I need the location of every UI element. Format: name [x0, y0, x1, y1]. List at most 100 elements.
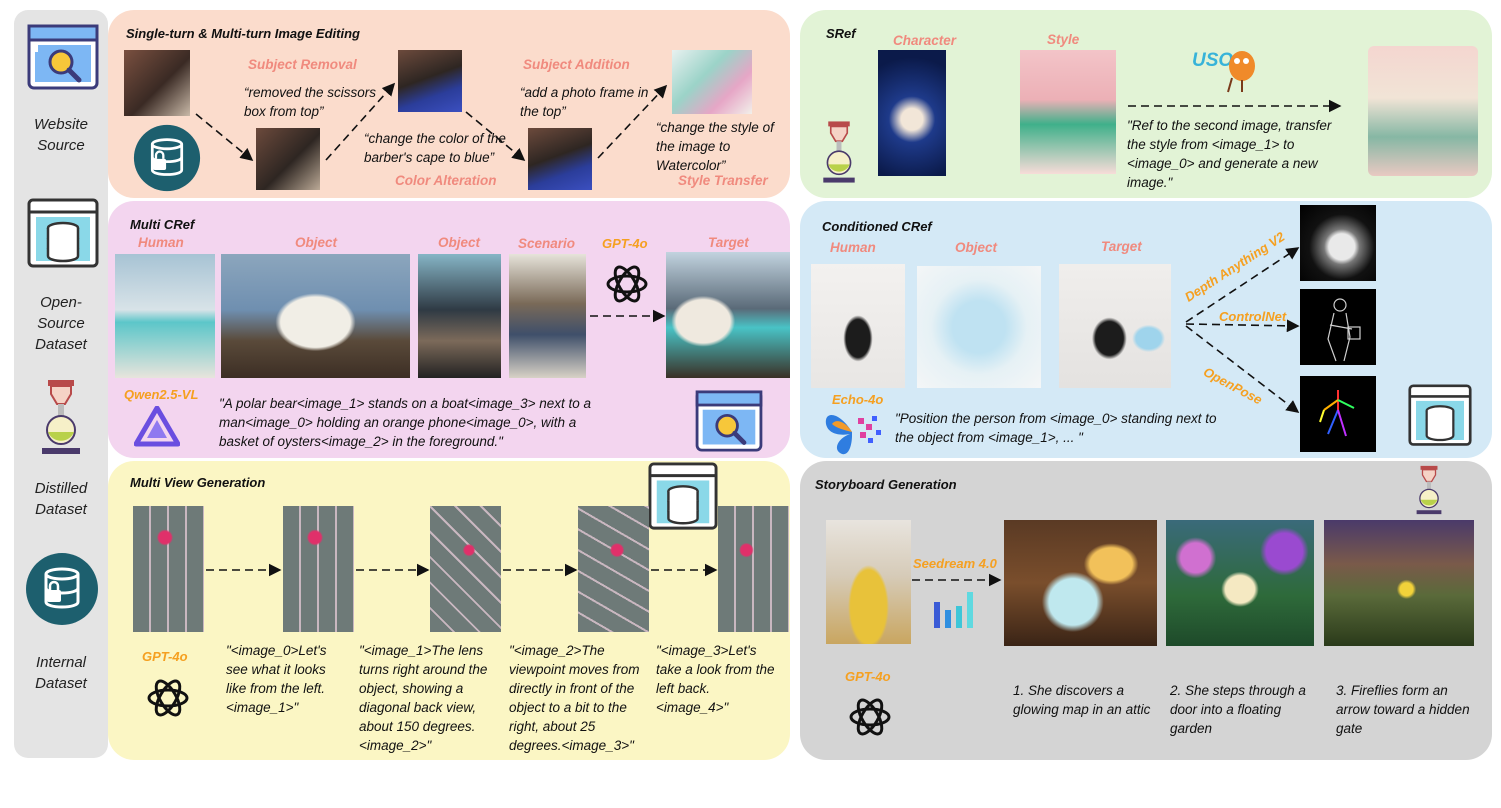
- arrow-openpose: [1185, 325, 1300, 413]
- label-controlnet: ControlNet: [1219, 309, 1287, 324]
- plastic-case-photo: [917, 266, 1041, 388]
- multicref-title: Multi CRef: [130, 217, 195, 232]
- barber-photo-removed: [256, 128, 320, 190]
- controlnet-edge-lines: [1327, 298, 1361, 362]
- multiview-quote-1: "<image_0>Let's see what it looks like f…: [226, 643, 327, 715]
- label-object-1: Object: [295, 235, 338, 250]
- label-color-alteration: Color Alteration: [395, 173, 497, 188]
- rose-view-1: [133, 506, 204, 632]
- quote-style: “change the style of the image to Waterc…: [656, 120, 774, 173]
- boat-scene-photo: [509, 254, 586, 378]
- character-photo: [878, 50, 946, 176]
- multiview-quote-4: "<image_3>Let's take a look from the lef…: [656, 643, 775, 715]
- barber-photo-original: [124, 50, 190, 116]
- rose-view-2: [283, 506, 354, 632]
- sidebar-label-internal: Internal Dataset: [35, 654, 87, 692]
- multicref-quote: "A polar bear<image_1> stands on a boat<…: [219, 396, 592, 449]
- lock-database-icon: [133, 124, 201, 192]
- rose-view-3: [430, 506, 501, 632]
- story-caption-1: 1. She discovers a glowing map in an att…: [1013, 683, 1151, 717]
- database-window-icon: [648, 462, 718, 530]
- barber-photo-blue-cape: [398, 50, 462, 112]
- sidebar-label-distilled: Distilled Dataset: [34, 480, 88, 518]
- label-human: Human: [138, 235, 184, 250]
- database-window-icon: [1408, 384, 1472, 446]
- label-seedream: Seedream 4.0: [913, 556, 997, 571]
- quote-addition: “add a photo frame in the top”: [520, 85, 649, 119]
- label-qwen: Qwen2.5-VL: [124, 387, 199, 402]
- multiview-quote-3: "<image_2>The viewpoint moves from direc…: [509, 643, 640, 753]
- condcref-target-photo: [1059, 264, 1171, 388]
- siphon-distill-icon: [1416, 465, 1442, 515]
- editing-title: Single-turn & Multi-turn Image Editing: [126, 26, 360, 41]
- human-photo: [115, 254, 215, 378]
- quote-color: “change the color of the barber's cape t…: [364, 131, 506, 165]
- condcref-title: Conditioned CRef: [822, 219, 932, 234]
- multiview-title: Multi View Generation: [130, 475, 266, 490]
- woman-photo: [811, 264, 905, 388]
- story-caption-3: 3. Fireflies form an arrow toward a hidd…: [1336, 683, 1470, 736]
- story-caption-2: 2. She steps through a door into a float…: [1170, 683, 1306, 736]
- label-character: Character: [893, 33, 957, 48]
- website-search-icon: [695, 390, 763, 452]
- openai-logo-icon: [606, 265, 648, 303]
- multiview-quote-2: "<image_1>The lens turns right around th…: [359, 643, 488, 753]
- story-frame-2: [1166, 520, 1314, 646]
- oyster-basket-photo: [418, 254, 501, 378]
- label-scenario: Scenario: [518, 236, 576, 251]
- label-gpt4o-multiview: GPT-4o: [142, 649, 188, 664]
- storyboard-title: Storyboard Generation: [815, 477, 957, 492]
- rose-view-4: [578, 506, 649, 632]
- openpose-skeleton: [1319, 390, 1355, 437]
- label-style-transfer: Style Transfer: [678, 173, 768, 188]
- openpose-image: [1300, 376, 1376, 452]
- arrow-edit-1: [195, 113, 254, 162]
- polar-bear-photo: [221, 254, 410, 378]
- label-target-multicref: Target: [708, 235, 749, 250]
- butterfly-logo-icon: [825, 414, 881, 455]
- label-subject-removal: Subject Removal: [248, 57, 357, 72]
- label-target-cond: Target: [1101, 239, 1142, 254]
- multicref-target-photo: [666, 252, 790, 378]
- siphon-distill-icon: [823, 121, 855, 183]
- openai-logo-icon: [849, 698, 891, 736]
- sidebar-label-website: Website Source: [34, 116, 88, 154]
- qwen-logo-icon: [134, 406, 180, 447]
- siphon-distill-icon: [42, 380, 80, 454]
- arrow-controlnet: [1185, 319, 1300, 333]
- uso-logo: USO: [1188, 44, 1260, 96]
- label-subject-addition: Subject Addition: [523, 57, 630, 72]
- label-object-2: Object: [438, 235, 481, 250]
- arrow-depth: [1185, 247, 1300, 323]
- barber-photo-frame-added: [528, 128, 592, 190]
- label-style: Style: [1047, 32, 1080, 47]
- label-object-cond: Object: [955, 240, 998, 255]
- lock-database-icon: [26, 553, 98, 625]
- sref-title: SRef: [826, 26, 856, 41]
- sidebar-label-opensource: Open- Source Dataset: [35, 294, 87, 353]
- arrow-edit-2: [325, 82, 396, 161]
- arrow-edit-4: [597, 84, 668, 159]
- label-human-cond: Human: [830, 240, 876, 255]
- sref-output-image: [1368, 46, 1478, 176]
- depth-map-image: [1300, 205, 1376, 281]
- condcref-quote: "Position the person from <image_0> stan…: [895, 411, 1217, 445]
- seedream-logo-icon: [934, 592, 973, 628]
- storyboard-input-photo: [826, 520, 911, 644]
- story-frame-1: [1004, 520, 1157, 646]
- label-gpt4o-storyboard: GPT-4o: [845, 669, 891, 684]
- label-gpt4o-multicref: GPT-4o: [602, 236, 648, 251]
- uso-logo-text: USO: [1192, 50, 1234, 71]
- rose-view-5: [718, 506, 789, 632]
- dragon-icon: [1227, 51, 1255, 93]
- database-window-icon: [27, 198, 99, 268]
- style-reference-image: [1020, 50, 1116, 174]
- sref-quote: "Ref to the second image, transfer the s…: [1127, 118, 1332, 190]
- website-search-icon: [27, 24, 99, 90]
- openai-logo-icon: [147, 679, 189, 717]
- barber-photo-watercolor: [672, 50, 752, 114]
- quote-removal: “removed the scissors box from top”: [244, 85, 377, 119]
- story-frame-3: [1324, 520, 1474, 646]
- arrow-edit-3: [465, 111, 526, 162]
